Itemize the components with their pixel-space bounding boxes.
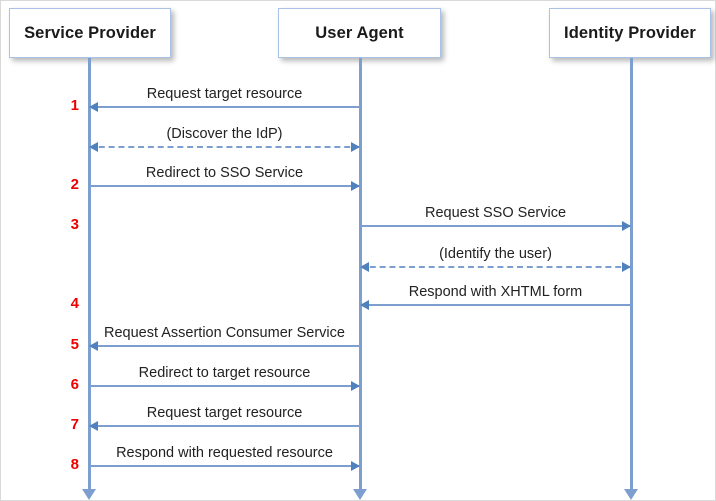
message-line-2 (89, 185, 360, 187)
message-line-8 (89, 465, 360, 467)
message-label-3: Request SSO Service (424, 205, 567, 221)
message-arrowhead-right-note-4 (622, 262, 631, 272)
actor-label-identity-provider: Identity Provider (564, 23, 696, 42)
message-line-4 (360, 304, 631, 306)
lifeline-end-arrow-identity-provider (624, 489, 638, 500)
message-label-8: Respond with requested resource (116, 445, 333, 461)
step-number-7: 7 (70, 416, 79, 433)
message-label-6: Redirect to target resource (138, 365, 311, 381)
lifeline-user-agent (359, 58, 362, 489)
lifeline-end-arrow-service-provider (82, 489, 96, 500)
step-number-6: 6 (70, 376, 79, 393)
actor-label-service-provider: Service Provider (24, 23, 156, 42)
actor-box-identity-provider[interactable]: Identity Provider (549, 8, 711, 58)
message-arrowhead-right-6 (351, 381, 360, 391)
message-label-5: Request Assertion Consumer Service (104, 325, 345, 341)
message-label-1: Request target resource (146, 86, 303, 102)
step-number-3: 3 (70, 216, 79, 233)
message-arrowhead-left-1 (89, 102, 98, 112)
message-line-3 (360, 225, 631, 227)
message-line-6 (89, 385, 360, 387)
message-arrowhead-right-note-1 (351, 142, 360, 152)
message-line-1 (89, 106, 360, 108)
message-arrowhead-left-note-4 (360, 262, 369, 272)
step-number-5: 5 (70, 336, 79, 353)
step-number-4: 4 (70, 295, 79, 312)
message-arrowhead-right-8 (351, 461, 360, 471)
message-label-2: Redirect to SSO Service (145, 165, 304, 181)
message-label-note-1: (Discover the IdP) (166, 126, 283, 142)
message-line-7 (89, 425, 360, 427)
message-arrowhead-left-5 (89, 341, 98, 351)
message-arrowhead-left-4 (360, 300, 369, 310)
message-line-note-1 (89, 146, 360, 148)
message-arrowhead-left-note-1 (89, 142, 98, 152)
lifeline-end-arrow-user-agent (353, 489, 367, 500)
lifeline-identity-provider (630, 58, 633, 489)
lifeline-service-provider (88, 58, 91, 489)
actor-box-service-provider[interactable]: Service Provider (9, 8, 171, 58)
message-arrowhead-left-7 (89, 421, 98, 431)
message-arrowhead-right-3 (622, 221, 631, 231)
message-label-4: Respond with XHTML form (408, 284, 583, 300)
step-number-1: 1 (70, 97, 79, 114)
message-line-5 (89, 345, 360, 347)
message-arrowhead-right-2 (351, 181, 360, 191)
step-number-2: 2 (70, 176, 79, 193)
message-line-note-4 (360, 266, 631, 268)
actor-label-user-agent: User Agent (315, 23, 404, 42)
step-number-8: 8 (70, 456, 79, 473)
message-label-note-4: (Identify the user) (439, 246, 552, 262)
message-label-7: Request target resource (146, 405, 303, 421)
actor-box-user-agent[interactable]: User Agent (278, 8, 441, 58)
